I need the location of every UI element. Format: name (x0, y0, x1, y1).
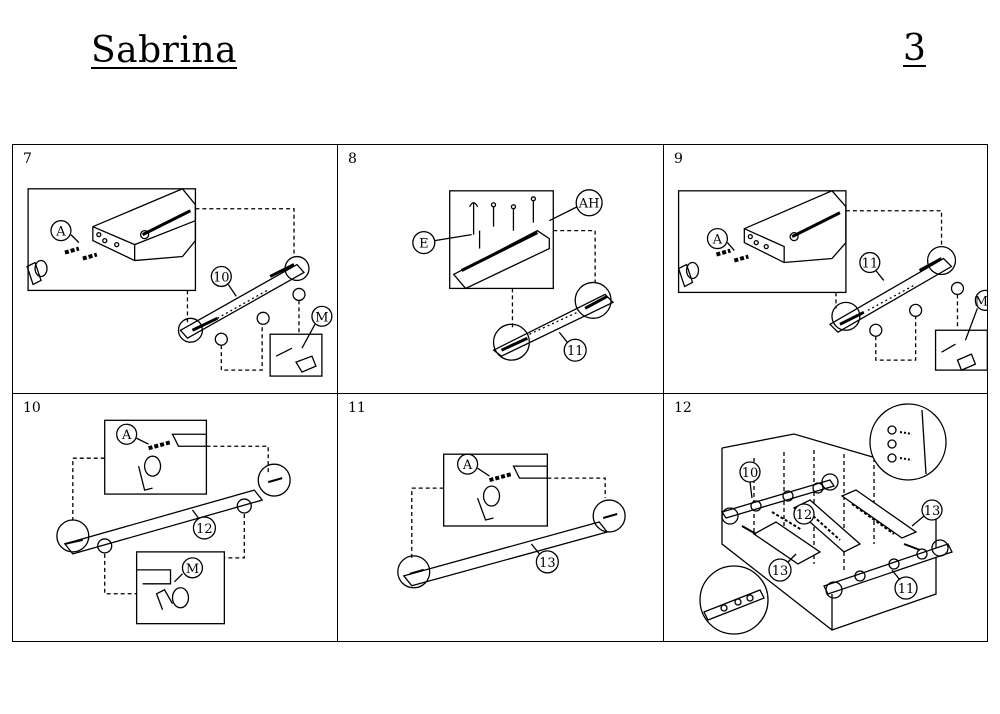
step-8-panel: 8 (338, 145, 664, 394)
instruction-grid: 7 (12, 144, 988, 642)
callout-a: A (55, 225, 66, 240)
step-number: 9 (674, 151, 683, 167)
callout-part-13-right: 13 (924, 504, 941, 519)
callout-m: M (186, 562, 199, 577)
callout-a: A (121, 428, 132, 443)
page-title: Sabrina (91, 30, 238, 71)
page-number: 3 (903, 28, 926, 69)
callout-part-12: 12 (796, 508, 813, 523)
step-8-illustration: AH E 11 (412, 189, 615, 362)
step-12-illustration: 10 12 13 13 11 (699, 403, 953, 635)
step-9-illustration: A 11 M (677, 190, 987, 371)
callout-e: E (419, 237, 428, 252)
callout-part-11: 11 (898, 582, 915, 597)
step-number: 12 (674, 400, 692, 416)
callout-part-11: 11 (567, 344, 583, 359)
step-10-illustration: A 12 M (56, 419, 291, 625)
callout-part-13: 13 (539, 556, 555, 571)
callout-a: A (712, 233, 723, 248)
callout-part-13-left: 13 (772, 564, 789, 579)
callout-part-12: 12 (196, 522, 212, 537)
step-7-panel: 7 (13, 145, 338, 394)
step-number: 10 (23, 400, 41, 416)
step-11-panel: 11 A 13 (338, 394, 664, 641)
callout-part-11: 11 (862, 257, 878, 272)
step-number: 7 (23, 151, 32, 167)
callout-part-10: 10 (742, 466, 759, 481)
step-number: 8 (348, 151, 357, 167)
callout-a: A (462, 458, 473, 473)
step-number: 11 (348, 400, 366, 416)
step-12-panel: 12 (664, 394, 987, 641)
step-10-panel: 10 (13, 394, 338, 641)
callout-ah: AH (578, 197, 600, 212)
step-11-illustration: A 13 (397, 453, 626, 589)
step-9-panel: 9 (664, 145, 987, 394)
callout-m: M (315, 310, 328, 325)
callout-part-10: 10 (213, 270, 229, 285)
callout-m: M (975, 294, 987, 309)
step-7-illustration: A 10 M (26, 188, 333, 377)
